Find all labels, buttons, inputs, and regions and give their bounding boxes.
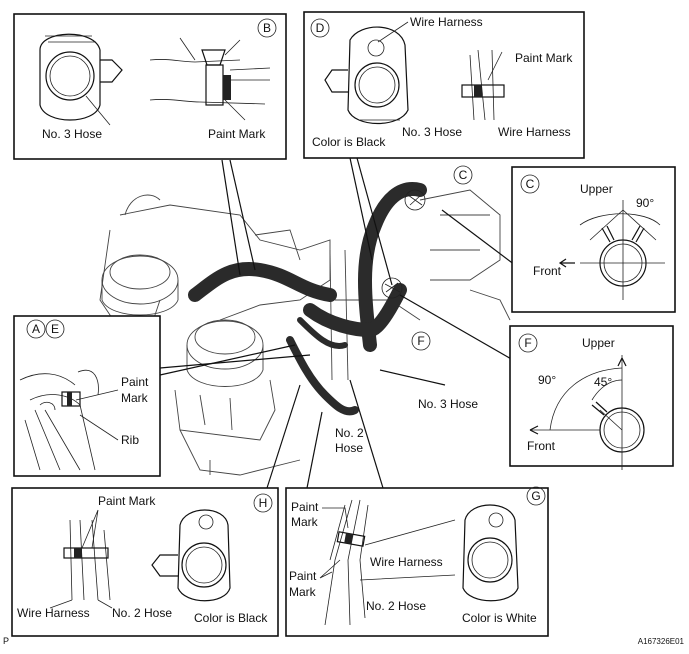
label-upper-f: Upper	[582, 336, 615, 350]
harness-g-drawing	[319, 499, 456, 626]
label-paint-g2: Paint	[289, 569, 317, 583]
panel-a-e: A E Paint Mark Rib	[13, 315, 161, 477]
panel-g: G Paint Mark Paint Mark Wire Harness No.…	[285, 486, 549, 637]
footer-left: P	[3, 636, 9, 646]
label-color-white-g: Color is White	[462, 611, 537, 625]
label-paint-mark-d: Paint Mark	[515, 51, 573, 65]
label-no3-hose-b: No. 3 Hose	[42, 127, 102, 141]
label-no2-hose-g: No. 2 Hose	[366, 599, 426, 613]
label-paint-mark-h: Paint Mark	[98, 494, 156, 508]
label-90deg-f: 90°	[538, 373, 556, 387]
clamp-d-drawing	[324, 26, 409, 125]
label-no3-hose-d: No. 3 Hose	[402, 125, 462, 139]
label-mark-g2: Mark	[289, 585, 317, 599]
label-rib-a: Rib	[121, 433, 139, 447]
callout-c: C	[526, 177, 535, 191]
callout-b: B	[263, 21, 271, 35]
clamp-c-drawing	[558, 200, 665, 300]
label-front-f: Front	[527, 439, 556, 453]
panel-h: H Paint Mark Wire Harness No. 2 Hose Col…	[11, 487, 279, 637]
clamp-f-drawing	[529, 355, 645, 470]
rib-drawing	[19, 369, 119, 471]
label-paint-g1: Paint	[291, 500, 319, 514]
paint-mark-b-drawing	[149, 37, 271, 121]
clamp-b-drawing	[39, 33, 123, 126]
label-wire-harness-h: Wire Harness	[17, 606, 90, 620]
label-paint-mark-b: Paint Mark	[208, 127, 266, 141]
panel-f: F Upper 90° 45° Front	[509, 325, 674, 470]
callout-f-panel: F	[524, 336, 531, 350]
label-no2-main: No. 2	[335, 426, 364, 440]
label-color-black-h: Color is Black	[194, 611, 268, 625]
label-45deg-f: 45°	[594, 375, 612, 389]
figure-code: A167326E01	[638, 637, 685, 646]
panel-d: D Wire Harness Paint Mark No. 3 Hose Wir…	[303, 11, 585, 159]
label-no2-hose-h: No. 2 Hose	[112, 606, 172, 620]
clamp-g-drawing	[462, 504, 519, 602]
callout-h: H	[259, 496, 268, 510]
callout-a: A	[32, 322, 40, 336]
label-front-c: Front	[533, 264, 562, 278]
panel-c: C Upper 90° Front	[511, 166, 676, 313]
label-no3-hose-main: No. 3 Hose	[418, 397, 478, 411]
panel-b: B No. 3 Hose Paint Mark	[13, 13, 287, 160]
label-paint-a: Paint	[121, 375, 149, 389]
harness-h-drawing	[49, 509, 113, 609]
callout-f-main: F	[417, 334, 424, 348]
label-mark-a: Mark	[121, 391, 149, 405]
label-color-black-d: Color is Black	[312, 135, 386, 149]
callout-d: D	[316, 21, 325, 35]
label-90deg-c: 90°	[636, 196, 654, 210]
leader-lines	[159, 157, 516, 489]
label-wire-harness-d: Wire Harness	[410, 15, 483, 29]
callout-c-main: C	[459, 168, 468, 182]
label-hose-main: Hose	[335, 441, 363, 455]
callout-e: E	[51, 322, 59, 336]
label-upper-c: Upper	[580, 182, 613, 196]
label-wire-harness-g: Wire Harness	[370, 555, 443, 569]
label-wire-harness-d2: Wire Harness	[498, 125, 571, 139]
main-callouts: C F No. 3 Hose No. 2 Hose	[335, 165, 478, 455]
callout-g: G	[531, 489, 540, 503]
harness-d-drawing	[461, 49, 505, 121]
label-mark-g1: Mark	[291, 515, 319, 529]
clamp-h-drawing	[151, 509, 231, 602]
engine-illustration	[99, 182, 511, 476]
